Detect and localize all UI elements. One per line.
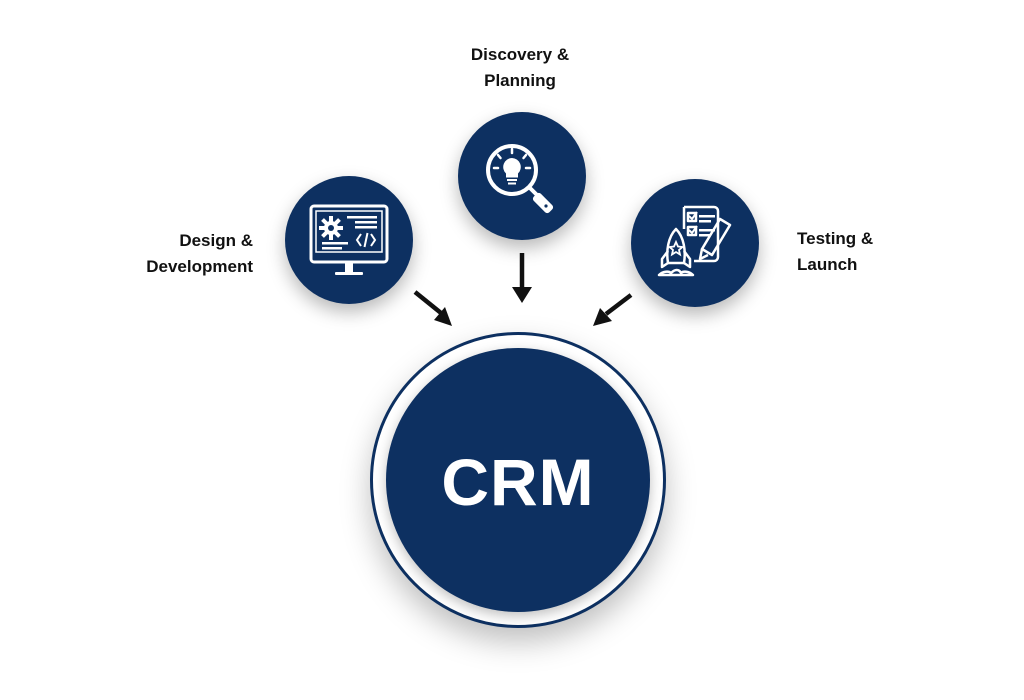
- arrow-testing-to-crm: [604, 293, 633, 316]
- label-design-development: Design & Development: [100, 228, 253, 280]
- node-discovery-planning: [458, 112, 586, 240]
- rocket-checklist-icon: [657, 205, 732, 277]
- arrowhead-testing: [593, 308, 612, 326]
- label-testing-launch: Testing & Launch: [797, 226, 947, 278]
- label-line: Development: [146, 257, 253, 276]
- node-design-development: [285, 176, 413, 304]
- node-testing-launch: [631, 179, 759, 307]
- arrowhead-design: [434, 307, 452, 326]
- arrow-design-to-crm: [413, 290, 443, 315]
- label-line: Design &: [179, 231, 253, 250]
- magnifier-lightbulb-icon: [486, 144, 554, 214]
- label-line: Planning: [484, 71, 556, 90]
- label-line: Testing &: [797, 229, 874, 248]
- monitor-code-gear-icon: [309, 204, 389, 275]
- crm-center-node: CRM: [386, 348, 650, 612]
- arrowhead-discovery: [512, 287, 532, 303]
- label-line: Discovery &: [470, 45, 570, 64]
- crm-label: CRM: [441, 445, 595, 519]
- label-line: Launch: [797, 255, 858, 274]
- label-discovery-planning: Discovery & Planning: [440, 42, 600, 94]
